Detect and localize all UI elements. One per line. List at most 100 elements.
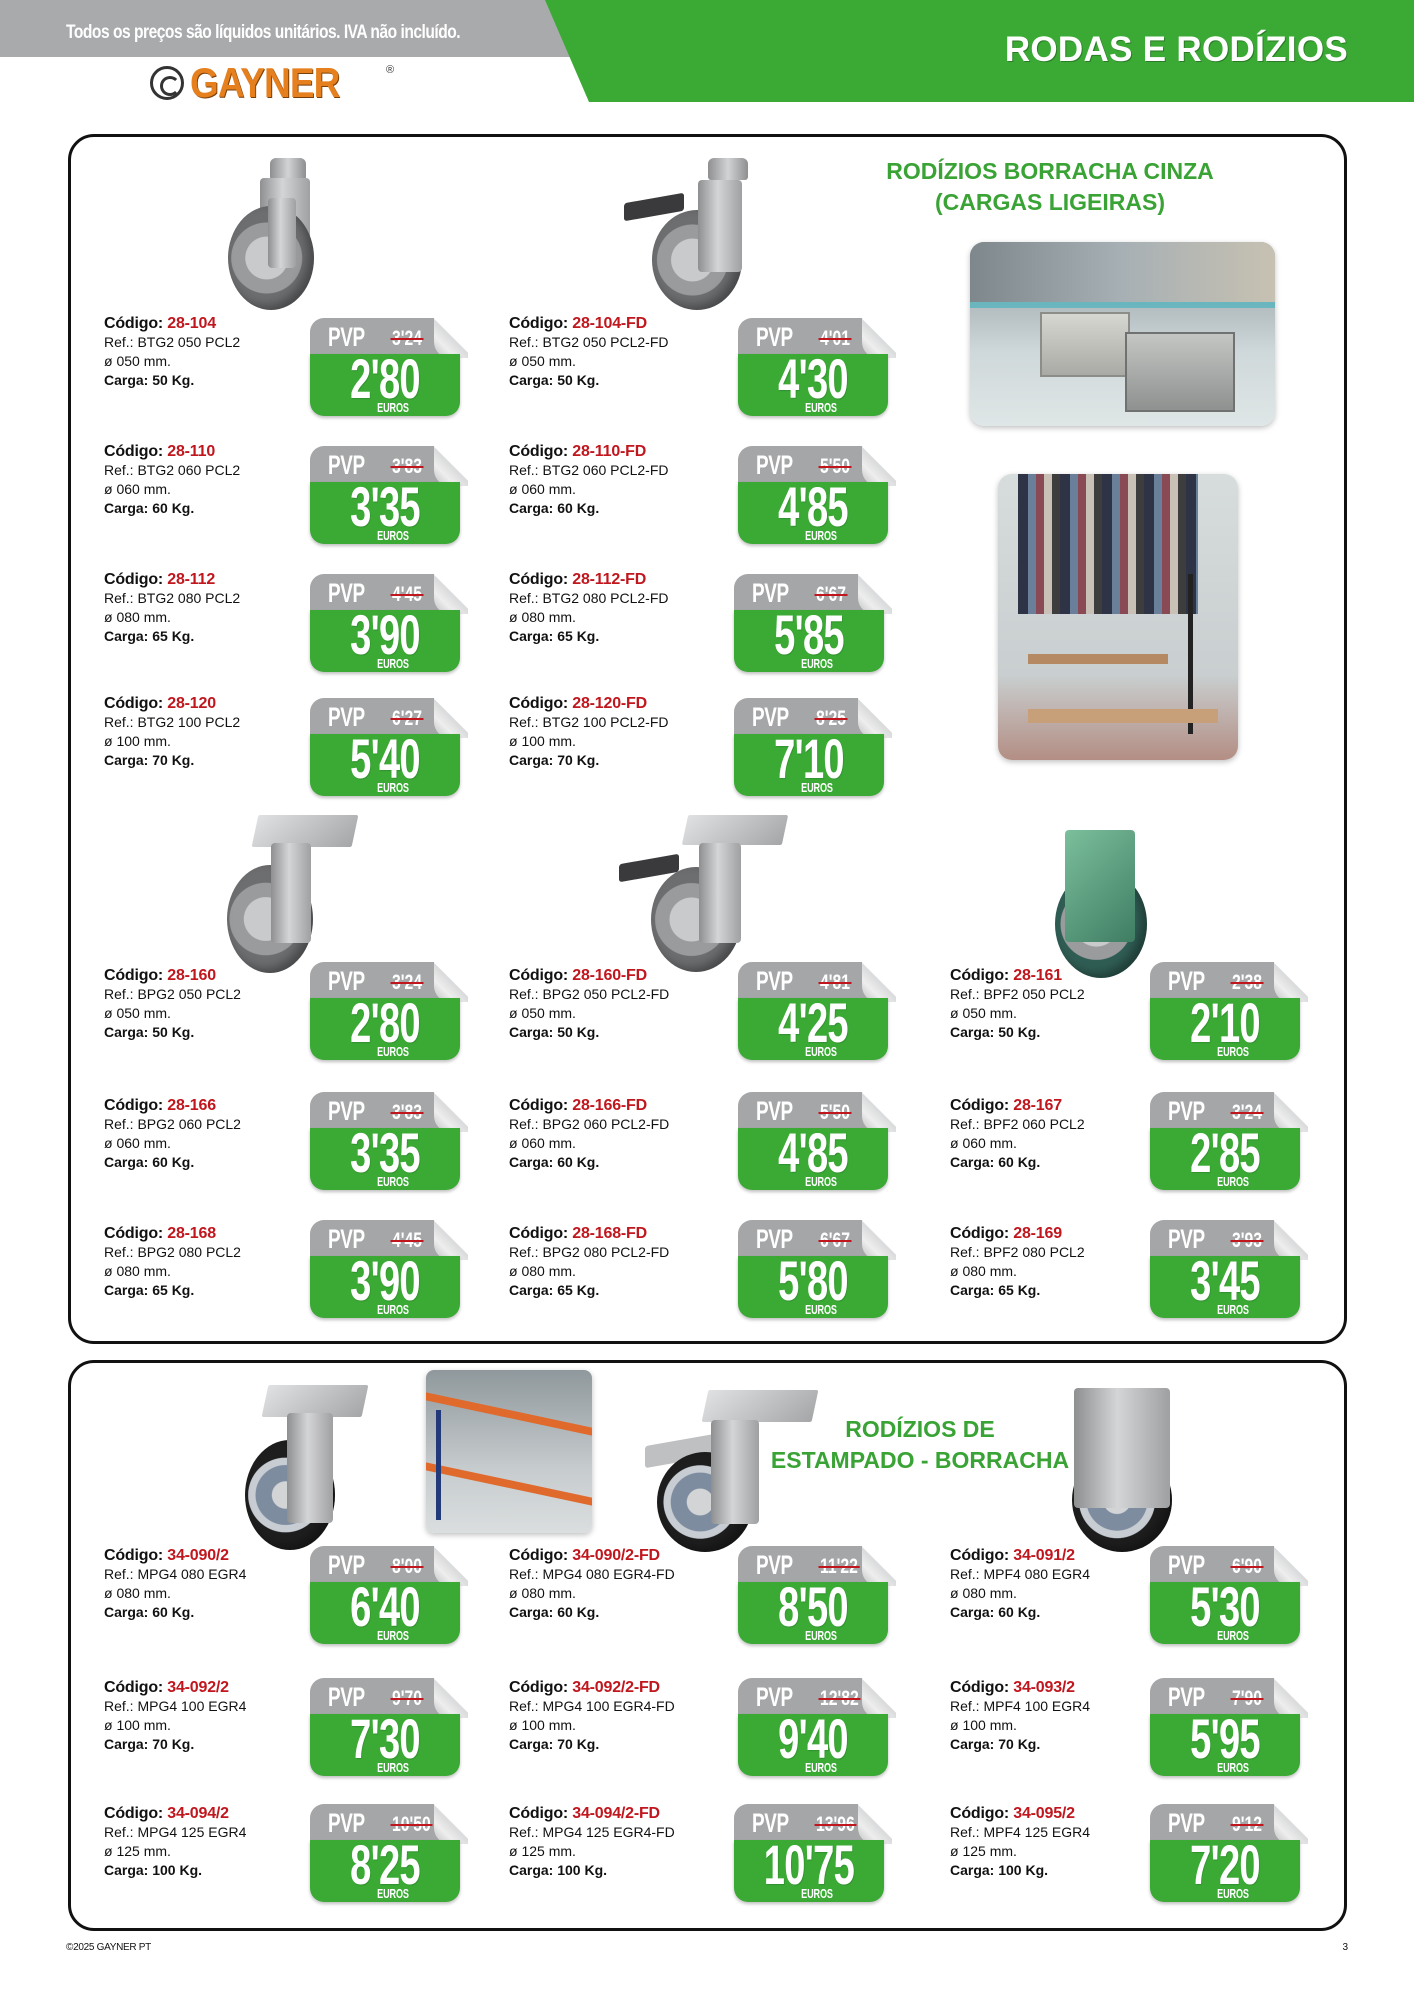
product-info: Código: 28-161 Ref.: BPF2 050 PCL2 ø 050… — [950, 966, 1150, 1042]
pvp-label: PVP — [328, 1096, 365, 1126]
product-code: 28-112-FD — [572, 571, 647, 588]
product-info: Código: 28-110-FD Ref.: BTG2 060 PCL2-FD… — [509, 442, 709, 518]
old-price-struck: 3'93 — [1230, 1229, 1264, 1252]
sale-price: 3'35 — [350, 1121, 421, 1184]
page-curl-icon — [862, 1546, 896, 1586]
product-code: 28-168 — [167, 1225, 216, 1242]
product-load: Carga: 60 Kg. — [509, 1604, 600, 1620]
sale-price: 8'25 — [350, 1833, 421, 1896]
code-label: Código: — [104, 571, 168, 588]
price-tag: PVP 3'24 2'80 EUROS — [310, 962, 468, 1060]
sale-price: 5'80 — [778, 1249, 849, 1312]
product-code-line: Código: 28-104-FD — [509, 314, 709, 333]
product-code: 34-094/2 — [167, 1805, 229, 1822]
page-curl-icon — [1274, 1220, 1308, 1260]
page-curl-icon — [862, 446, 896, 486]
code-label: Código: — [104, 1679, 168, 1696]
pvp-label: PVP — [756, 1550, 793, 1580]
sale-price: 2'80 — [350, 991, 421, 1054]
old-price-struck: 4'45 — [390, 583, 424, 606]
product-info: Código: 28-160-FD Ref.: BPG2 050 PCL2-FD… — [509, 966, 709, 1042]
pvp-label: PVP — [756, 450, 793, 480]
old-price-struck: 5'50 — [818, 455, 852, 478]
price-tag-body — [1150, 1256, 1300, 1318]
pvp-label: PVP — [328, 578, 365, 608]
old-price-struck: 11'22 — [818, 1555, 860, 1578]
price-tag: PVP 6'67 5'80 EUROS — [738, 1220, 896, 1318]
product-load: Carga: 70 Kg. — [509, 752, 600, 768]
product-ref: Ref.: BTG2 060 PCL2 — [104, 462, 241, 478]
product-diameter: ø 060 mm. — [950, 1135, 1017, 1151]
product-info: Código: 28-166-FD Ref.: BPG2 060 PCL2-FD… — [509, 1096, 709, 1172]
header-green-band — [545, 0, 1414, 102]
code-label: Código: — [104, 315, 168, 332]
vat-notice: Todos os preços são líquidos unitários. … — [66, 22, 461, 43]
currency-label: EUROS — [805, 1628, 837, 1643]
code-label: Código: — [509, 1805, 573, 1822]
product-info: Código: 34-092/2 Ref.: MPG4 100 EGR4 ø 1… — [104, 1678, 304, 1754]
currency-label: EUROS — [1217, 1760, 1249, 1775]
currency-label: EUROS — [805, 1302, 837, 1317]
code-label: Código: — [950, 1805, 1014, 1822]
product-ref: Ref.: BPF2 050 PCL2 — [950, 986, 1085, 1002]
sale-price: 4'85 — [778, 475, 849, 538]
product-info: Código: 34-090/2-FD Ref.: MPG4 080 EGR4-… — [509, 1546, 709, 1622]
product-code: 34-095/2 — [1013, 1805, 1075, 1822]
price-tag: PVP 3'24 2'85 EUROS — [1150, 1092, 1308, 1190]
product-code: 34-092/2-FD — [572, 1679, 660, 1696]
product-code: 34-090/2 — [167, 1547, 229, 1564]
currency-label: EUROS — [377, 1174, 409, 1189]
product-load: Carga: 60 Kg. — [104, 500, 195, 516]
page-curl-icon — [862, 1220, 896, 1260]
product-code-line: Código: 28-110 — [104, 442, 304, 461]
product-load: Carga: 65 Kg. — [104, 628, 195, 644]
code-label: Código: — [104, 443, 168, 460]
pvp-label: PVP — [756, 322, 793, 352]
pvp-label: PVP — [328, 702, 365, 732]
page-curl-icon — [434, 1678, 468, 1718]
caster-image-swivel-plate-brake — [615, 815, 789, 975]
pvp-label: PVP — [328, 1682, 365, 1712]
pvp-label: PVP — [1168, 1808, 1205, 1838]
registered-mark: ® — [386, 64, 395, 76]
section-title-line1: RODÍZIOS DE — [845, 1416, 995, 1442]
caster-image-swivel-plate — [215, 815, 365, 975]
product-diameter: ø 100 mm. — [509, 733, 576, 749]
sale-price: 7'30 — [350, 1707, 421, 1770]
product-code: 28-104 — [167, 315, 216, 332]
product-diameter: ø 100 mm. — [104, 733, 171, 749]
currency-label: EUROS — [1217, 1628, 1249, 1643]
product-load: Carga: 65 Kg. — [509, 628, 600, 644]
product-code: 28-167 — [1013, 1097, 1062, 1114]
product-info: Código: 28-166 Ref.: BPG2 060 PCL2 ø 060… — [104, 1096, 304, 1172]
sale-price: 2'10 — [1190, 991, 1261, 1054]
page-curl-icon — [858, 1804, 892, 1844]
pvp-label: PVP — [752, 1808, 789, 1838]
product-ref: Ref.: MPF4 100 EGR4 — [950, 1698, 1091, 1714]
code-label: Código: — [104, 695, 168, 712]
pvp-label: PVP — [756, 1096, 793, 1126]
price-tag: PVP 5'50 4'85 EUROS — [738, 1092, 896, 1190]
sale-price: 5'95 — [1190, 1707, 1261, 1770]
product-ref: Ref.: BPF2 080 PCL2 — [950, 1244, 1085, 1260]
product-code-line: Código: 34-092/2 — [104, 1678, 304, 1697]
workbench-photo — [426, 1370, 592, 1533]
currency-label: EUROS — [805, 1174, 837, 1189]
sale-price: 4'25 — [778, 991, 849, 1054]
page-curl-icon — [862, 1092, 896, 1132]
code-label: Código: — [950, 1679, 1014, 1696]
product-info: Código: 28-168 Ref.: BPG2 080 PCL2 ø 080… — [104, 1224, 304, 1300]
product-code: 28-110-FD — [572, 443, 647, 460]
product-code: 28-166-FD — [572, 1097, 647, 1114]
product-diameter: ø 100 mm. — [104, 1717, 171, 1733]
code-label: Código: — [104, 967, 168, 984]
price-tag: PVP 10'50 8'25 EUROS — [310, 1804, 468, 1902]
product-code-line: Código: 28-104 — [104, 314, 304, 333]
price-tag: PVP 11'22 8'50 EUROS — [738, 1546, 896, 1644]
product-load: Carga: 70 Kg. — [104, 752, 195, 768]
sale-price: 2'85 — [1190, 1121, 1261, 1184]
product-load: Carga: 50 Kg. — [950, 1024, 1041, 1040]
price-tag-body — [310, 1582, 460, 1644]
product-info: Código: 28-120 Ref.: BTG2 100 PCL2 ø 100… — [104, 694, 304, 770]
sale-price: 4'30 — [778, 347, 849, 410]
